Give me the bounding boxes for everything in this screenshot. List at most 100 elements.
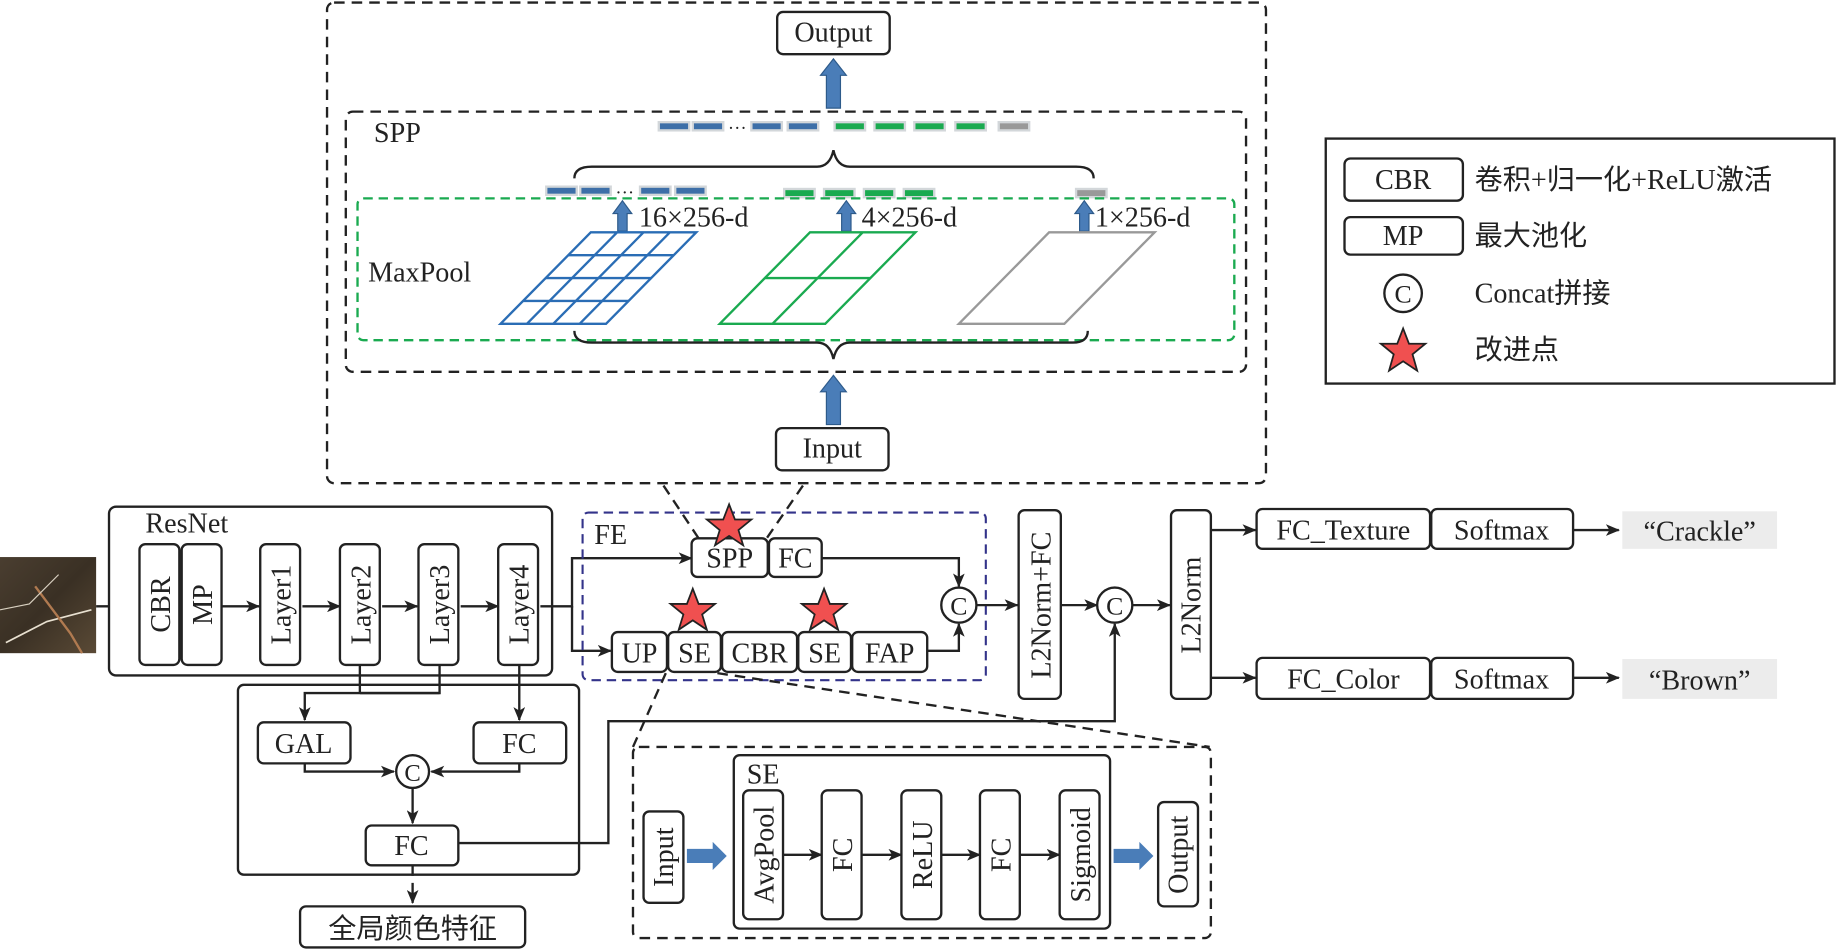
vector-cell bbox=[865, 190, 894, 197]
ellipsis: … bbox=[728, 113, 747, 134]
spp-frame bbox=[344, 110, 1248, 374]
bin-label-1: 1×256-d bbox=[1095, 202, 1191, 233]
fe-block-label: FAP bbox=[865, 639, 915, 670]
concat-icon: C bbox=[1383, 273, 1424, 314]
arrow-up-icon bbox=[1073, 199, 1095, 232]
resnet-block-label: Layer4 bbox=[505, 565, 536, 645]
vector-cell bbox=[788, 123, 818, 130]
fe-frame bbox=[581, 511, 987, 682]
fe-title: FE bbox=[594, 520, 627, 551]
zoom-connector bbox=[717, 671, 1210, 749]
se-output-label: Output bbox=[1163, 816, 1194, 894]
fe-block-label: SE bbox=[808, 639, 841, 670]
head-concat-icon: C bbox=[1096, 586, 1134, 624]
vector-cell bbox=[547, 187, 576, 194]
legend-star-desc: 改进点 bbox=[1475, 334, 1559, 366]
bin-label-4: 4×256-d bbox=[862, 202, 958, 233]
svg-text:C: C bbox=[1106, 591, 1123, 620]
grid-2x2 bbox=[716, 231, 919, 325]
spp-output-box bbox=[775, 10, 891, 56]
legend-mp-box bbox=[1343, 215, 1465, 256]
se-detail-frame bbox=[631, 745, 1213, 940]
vector-cell bbox=[835, 123, 864, 130]
se-block-label: AvgPool bbox=[750, 806, 781, 904]
texture-result-badge bbox=[1622, 511, 1778, 549]
vector-cell bbox=[752, 123, 781, 130]
vector-cell bbox=[875, 123, 904, 130]
se-block-label: FC bbox=[828, 838, 859, 872]
vector-cell bbox=[999, 123, 1029, 130]
se-output-block bbox=[1156, 800, 1200, 908]
vector-cell bbox=[825, 190, 854, 197]
fe-block-label: FC bbox=[778, 544, 812, 575]
global-color-feature-box bbox=[298, 905, 527, 949]
spp-input-box bbox=[774, 426, 890, 472]
resnet-block-label: Layer2 bbox=[346, 565, 377, 645]
fc-texture-label: FC_Texture bbox=[1276, 515, 1410, 546]
input-marble-image bbox=[0, 557, 97, 654]
spp-input-label: Input bbox=[803, 433, 863, 464]
spp-detail-panel: Output SPP … … MaxPool 16×256-d 4×256-d … bbox=[325, 1, 1268, 485]
spp-output-label: Output bbox=[794, 17, 872, 48]
softmax-texture-label: Softmax bbox=[1454, 515, 1549, 546]
grid-outline bbox=[956, 231, 1158, 325]
legend: CBR 卷积+归一化+ReLU激活 MP 最大池化 C Concat拼接 改进点 bbox=[1324, 137, 1836, 385]
grid-outline bbox=[716, 231, 919, 325]
legend-mp-desc: 最大池化 bbox=[1475, 220, 1588, 252]
svg-text:C: C bbox=[1395, 280, 1412, 309]
fat-arrow-right-icon bbox=[686, 841, 727, 871]
color-concat-icon: C bbox=[395, 753, 431, 790]
fe-block-label: CBR bbox=[731, 639, 788, 670]
bottom-brace bbox=[573, 330, 1089, 360]
resnet-title: ResNet bbox=[145, 508, 228, 539]
star-icon bbox=[799, 586, 849, 632]
softmax-texture-block bbox=[1430, 507, 1575, 551]
zoom-connector bbox=[763, 484, 804, 543]
se-block-label: ReLU bbox=[908, 820, 939, 889]
resnet-block-layer1 bbox=[259, 542, 302, 667]
resnet-block-label: MP bbox=[188, 584, 219, 625]
spp-output-vector: … bbox=[657, 113, 1031, 134]
global-color-feature-label: 全局颜色特征 bbox=[328, 913, 497, 945]
l2norm-block bbox=[1169, 508, 1213, 701]
texture-result: “Crackle” bbox=[1643, 517, 1755, 548]
gal-label: GAL bbox=[275, 729, 333, 760]
vector-cell bbox=[1077, 190, 1106, 197]
se-input-block bbox=[642, 810, 685, 905]
color-result-badge bbox=[1622, 659, 1778, 699]
spp-detail-frame bbox=[325, 1, 1268, 485]
vector-cell bbox=[956, 123, 985, 130]
grid-1x1 bbox=[956, 231, 1158, 325]
zoom-connector bbox=[662, 484, 702, 543]
bin-label-16: 16×256-d bbox=[639, 202, 749, 233]
star-icon bbox=[704, 501, 754, 548]
legend-concat-desc: Concat拼接 bbox=[1475, 278, 1611, 310]
vector-cell bbox=[676, 187, 705, 194]
zoom-connector bbox=[631, 672, 667, 748]
fc-out-label: FC bbox=[394, 831, 428, 862]
fc-color-label: FC_Color bbox=[1287, 664, 1400, 695]
vector-cell bbox=[693, 123, 723, 130]
se-block-label: Sigmoid bbox=[1066, 807, 1097, 902]
resnet-block-label: Layer3 bbox=[425, 565, 456, 645]
fc-right-label: FC bbox=[502, 729, 536, 760]
color-result: “Brown” bbox=[1649, 666, 1751, 697]
vector-cell bbox=[581, 187, 610, 194]
legend-cbr-key: CBR bbox=[1375, 165, 1432, 196]
svg-text:C: C bbox=[404, 760, 420, 787]
l2norm-label: L2Norm bbox=[1176, 557, 1207, 654]
legend-cbr-box bbox=[1343, 157, 1465, 202]
arrow-to-up bbox=[570, 606, 612, 657]
bin-vectors: … bbox=[545, 178, 1108, 232]
resnet-block-label: CBR bbox=[146, 576, 177, 633]
se-input-label: Input bbox=[649, 827, 680, 887]
arrow bbox=[927, 622, 965, 653]
grid-line bbox=[578, 231, 671, 325]
fe-block-label: SE bbox=[678, 639, 711, 670]
se-title: SE bbox=[747, 759, 780, 790]
arrow bbox=[821, 557, 965, 588]
vector-cell bbox=[904, 190, 934, 197]
vector-cell bbox=[641, 187, 670, 194]
